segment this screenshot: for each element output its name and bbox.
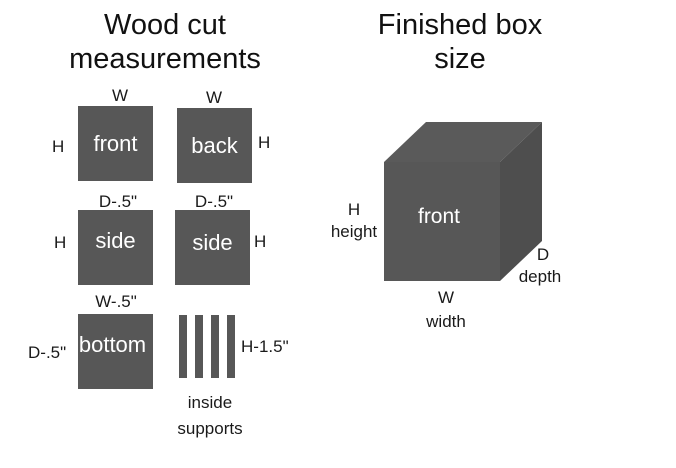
front-height-label: H xyxy=(52,137,65,156)
width-letter: W xyxy=(437,288,455,307)
support-strip-4 xyxy=(227,315,235,378)
width-label: W width xyxy=(414,286,478,334)
depth-word: depth xyxy=(518,267,562,286)
side-right-height-label: H xyxy=(254,232,267,251)
supports-height-label: H-1.5" xyxy=(241,337,289,356)
front-width-label: W xyxy=(111,86,129,105)
cube-top-face xyxy=(384,122,542,162)
depth-letter: D xyxy=(536,245,550,264)
wood-cut-title: Wood cut measurements xyxy=(40,8,290,76)
front-panel: front xyxy=(78,106,153,181)
height-label: H height xyxy=(322,199,386,243)
finished-box-title-line2: size xyxy=(434,43,486,75)
side-left-panel: side xyxy=(78,210,153,285)
back-panel: back xyxy=(177,108,252,183)
side-right-panel-label: side xyxy=(192,229,233,255)
wood-cut-title-line2: measurements xyxy=(69,43,261,75)
wood-cut-title-line1: Wood cut xyxy=(104,9,226,41)
side-right-panel: side xyxy=(175,210,250,285)
side-left-depth-label: D-.5" xyxy=(98,192,138,211)
supports-caption-line1: inside xyxy=(187,393,233,412)
back-width-label: W xyxy=(205,88,223,107)
depth-label: D depth xyxy=(508,244,572,288)
supports-caption-line2: supports xyxy=(177,419,243,438)
cube-front-face xyxy=(384,162,500,281)
side-left-height-label: H xyxy=(54,233,67,252)
bottom-panel: bottom xyxy=(78,314,153,389)
front-panel-label: front xyxy=(93,130,138,156)
bottom-panel-label: bottom xyxy=(78,331,147,357)
back-panel-label: back xyxy=(191,132,238,158)
cube-front-label: front xyxy=(418,205,460,228)
support-strip-3 xyxy=(211,315,219,378)
finished-box-title-line1: Finished box xyxy=(377,9,543,41)
side-left-panel-label: side xyxy=(95,227,136,253)
back-height-label: H xyxy=(258,133,271,152)
bottom-width-label: W-.5" xyxy=(95,292,137,311)
supports-caption: inside supports xyxy=(160,390,260,442)
side-right-depth-label: D-.5" xyxy=(194,192,234,211)
finished-box-title: Finished box size xyxy=(350,8,570,76)
height-letter: H xyxy=(347,200,361,219)
width-word: width xyxy=(426,312,466,331)
height-word: height xyxy=(330,222,378,241)
support-strip-1 xyxy=(179,315,187,378)
support-strip-2 xyxy=(195,315,203,378)
bottom-depth-label: D-.5" xyxy=(28,343,67,362)
cube-side-face xyxy=(500,122,542,281)
